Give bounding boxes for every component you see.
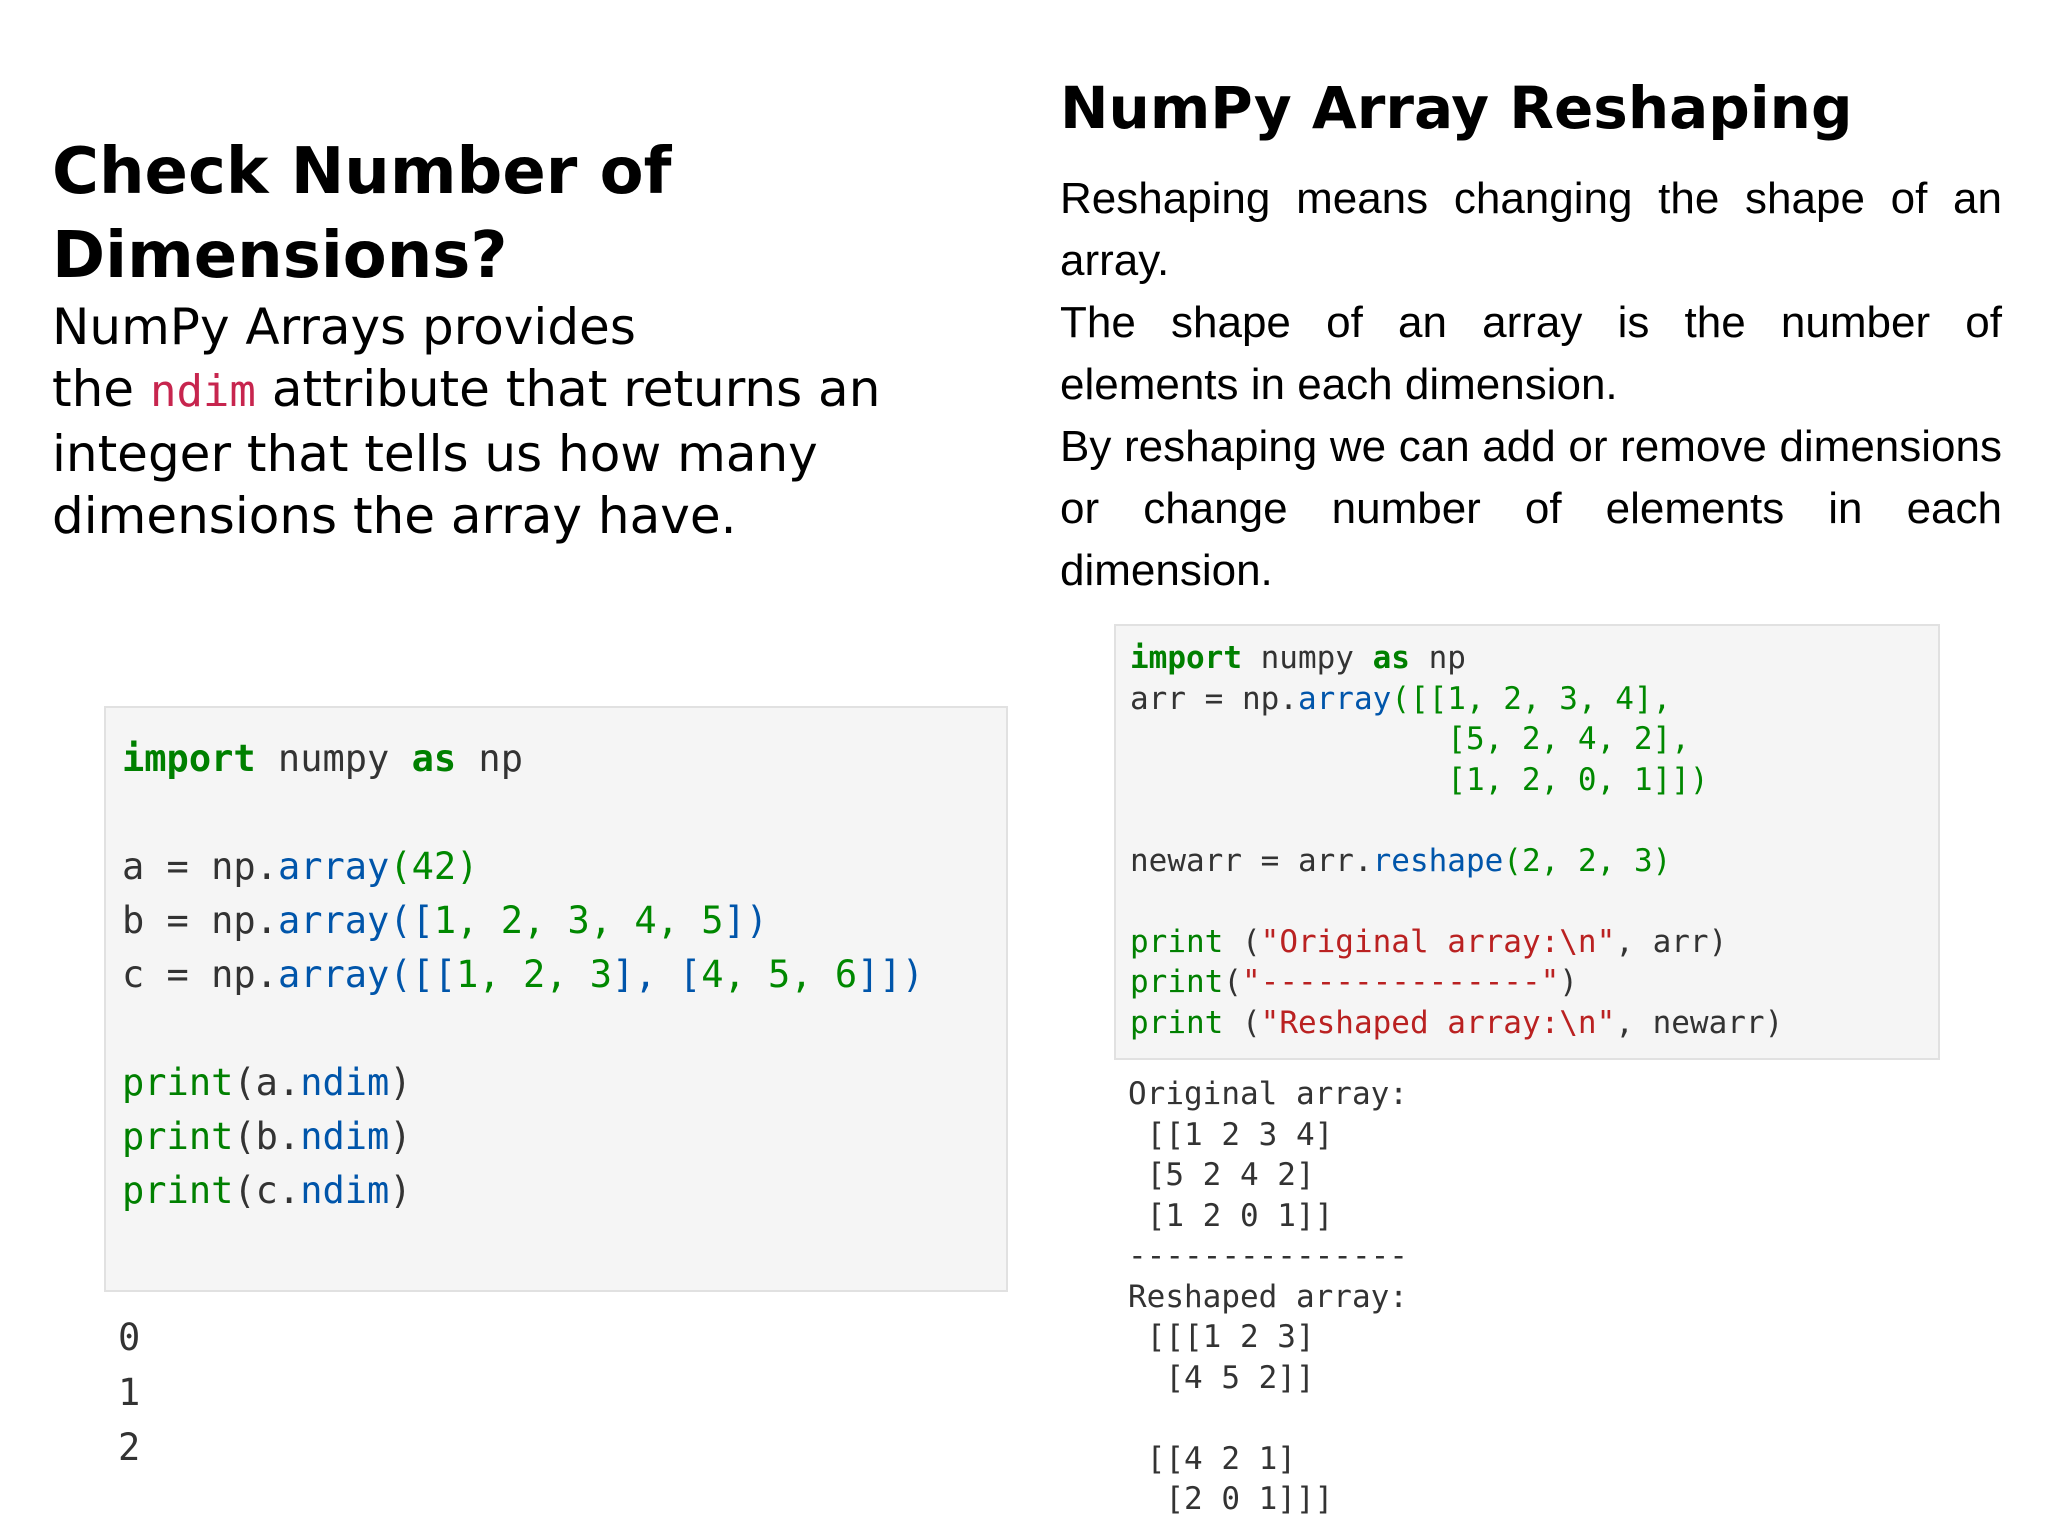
output-line: [4 5 2]] bbox=[1128, 1359, 1315, 1396]
left-section-title: Check Number of Dimensions? bbox=[52, 130, 1012, 298]
code-as-keyword: as bbox=[1372, 640, 1410, 676]
code-ndim: ndim bbox=[300, 1061, 390, 1104]
code-paren: , newarr) bbox=[1615, 1004, 1784, 1041]
code-string: "Original array:\n" bbox=[1260, 923, 1616, 960]
left-title-line1: Check Number of bbox=[52, 135, 672, 209]
code-var-a: a = bbox=[122, 845, 212, 888]
right-paragraph-1: Reshaping means changing the shape of an… bbox=[1060, 174, 2002, 285]
code-close: ) bbox=[389, 1061, 412, 1104]
right-code-output: Original array: [[1 2 3 4] [5 2 4 2] [1 … bbox=[1128, 1074, 1408, 1520]
code-print-arg: (b. bbox=[233, 1115, 301, 1158]
output-line: 0 bbox=[118, 1316, 141, 1359]
code-print: print bbox=[122, 1061, 234, 1104]
output-line: --------------- bbox=[1128, 1238, 1408, 1274]
code-arr-assign: arr = np. bbox=[1130, 680, 1298, 717]
code-close: ) bbox=[389, 1115, 412, 1158]
code-ndim: ndim bbox=[300, 1169, 390, 1212]
code-newarr-assign: newarr = arr. bbox=[1130, 842, 1373, 879]
right-section-body: Reshaping means changing the shape of an… bbox=[1060, 168, 2002, 602]
output-line: [5 2 4 2] bbox=[1128, 1157, 1315, 1193]
code-array-fn: array bbox=[277, 953, 390, 996]
output-line: Reshaped array: bbox=[1128, 1278, 1408, 1315]
code-array-fn: array bbox=[277, 899, 390, 942]
code-numbers: 1, 2, 3, 4, 5 bbox=[433, 899, 724, 942]
output-line: 1 bbox=[118, 1371, 141, 1414]
code-np: np. bbox=[211, 899, 278, 942]
right-paragraph-3: By reshaping we can add or remove dimens… bbox=[1060, 422, 2002, 595]
output-line: [2 0 1]]] bbox=[1128, 1481, 1334, 1517]
code-paren: ( bbox=[1223, 923, 1261, 960]
left-body-line2-rest: attribute that returns an bbox=[255, 360, 881, 418]
code-array-fn: array bbox=[277, 845, 390, 888]
code-import-keyword: import bbox=[1130, 640, 1242, 676]
code-reshape-fn: reshape bbox=[1372, 842, 1504, 879]
right-code-block: import numpy as np arr = np.array([[1, 2… bbox=[1114, 624, 1940, 1060]
code-print: print bbox=[122, 1115, 234, 1158]
code-args: (42) bbox=[389, 845, 479, 888]
code-ndim: ndim bbox=[300, 1115, 390, 1158]
code-np: np. bbox=[211, 953, 278, 996]
code-var-c: c = bbox=[122, 953, 212, 996]
code-bracket: ([ bbox=[389, 899, 434, 942]
code-print: print bbox=[1130, 964, 1224, 1000]
right-section-title: NumPy Array Reshaping bbox=[1060, 74, 1853, 142]
code-print: print bbox=[1130, 1004, 1224, 1041]
code-bracket: ], [ bbox=[612, 953, 702, 996]
code-alias: np bbox=[1409, 640, 1466, 676]
left-code-output: 0 1 2 bbox=[118, 1310, 140, 1475]
right-paragraph-2: The shape of an array is the number of e… bbox=[1060, 298, 2002, 409]
output-line: [[1 2 3 4] bbox=[1128, 1116, 1334, 1153]
output-line: Original array: bbox=[1128, 1076, 1408, 1112]
code-array-fn: array bbox=[1297, 680, 1392, 717]
code-string: "---------------" bbox=[1242, 964, 1560, 1000]
left-body-line4: dimensions the array have. bbox=[52, 487, 737, 545]
code-alias: np bbox=[456, 737, 523, 780]
ndim-keyword: ndim bbox=[149, 366, 256, 417]
code-module: numpy bbox=[1241, 640, 1373, 676]
output-line: [[[1 2 3] bbox=[1128, 1319, 1315, 1355]
output-line: [[4 2 1] bbox=[1128, 1440, 1296, 1477]
code-array-row: [1, 2, 0, 1]]) bbox=[1447, 761, 1709, 798]
code-bracket: ]) bbox=[723, 899, 769, 942]
code-var-b: b = bbox=[122, 899, 212, 942]
output-line: [1 2 0 1]] bbox=[1128, 1197, 1334, 1234]
code-bracket: ]]) bbox=[857, 953, 924, 996]
left-code-block: import numpy as np a = np.array(42) b = … bbox=[104, 706, 1008, 1292]
code-close: ) bbox=[389, 1169, 412, 1212]
code-as-keyword: as bbox=[411, 737, 457, 780]
code-paren: ( bbox=[1223, 1004, 1261, 1041]
code-print: print bbox=[122, 1169, 234, 1212]
left-section-body: NumPy Arrays provides the ndim attribute… bbox=[52, 296, 1012, 547]
code-numbers: 4, 5, 6 bbox=[701, 953, 858, 996]
left-body-line1: NumPy Arrays provides bbox=[52, 298, 636, 356]
left-body-the: the bbox=[52, 360, 150, 418]
code-module: numpy bbox=[255, 737, 412, 780]
code-array-row: ([[1, 2, 3, 4], bbox=[1391, 680, 1672, 717]
left-body-line3: integer that tells us how many bbox=[52, 425, 818, 483]
code-array-row: [5, 2, 4, 2], bbox=[1447, 721, 1690, 757]
code-paren: ) bbox=[1559, 964, 1578, 1000]
code-bracket: ([[ bbox=[389, 953, 457, 996]
code-print-arg: (a. bbox=[233, 1061, 301, 1104]
code-reshape-args: (2, 2, 3) bbox=[1503, 842, 1672, 879]
code-paren: , arr) bbox=[1615, 923, 1728, 960]
code-string: "Reshaped array:\n" bbox=[1260, 1004, 1616, 1041]
code-np: np. bbox=[211, 845, 278, 888]
code-import-keyword: import bbox=[122, 737, 256, 780]
output-line: 2 bbox=[118, 1426, 141, 1469]
code-print-arg: (c. bbox=[233, 1169, 301, 1212]
code-paren: ( bbox=[1223, 964, 1242, 1000]
code-numbers: 1, 2, 3 bbox=[456, 953, 613, 996]
code-print: print bbox=[1130, 923, 1224, 960]
left-title-line2: Dimensions? bbox=[52, 219, 508, 293]
